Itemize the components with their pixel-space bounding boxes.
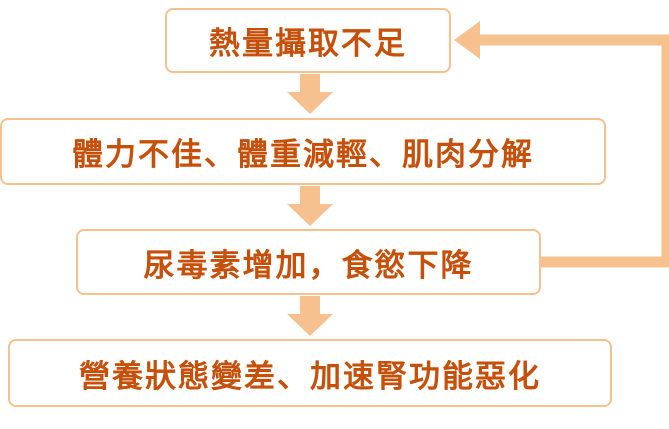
node-nutrition-worsens-kidney-decline: 營養狀態變差、加速腎功能惡化 [8,339,612,407]
node-label: 體力不佳、體重減輕、肌肉分解 [72,137,534,173]
node-uremic-toxins-appetite-loss: 尿毒素增加，食慾下降 [76,229,541,295]
down-arrow-3 [287,296,333,336]
node-label: 熱量攝取不足 [209,26,407,62]
node-label: 營養狀態變差、加速腎功能惡化 [79,358,541,395]
down-arrow-2 [287,186,333,226]
node-calorie-intake-insufficient: 熱量攝取不足 [165,8,451,73]
down-arrow-1 [287,74,333,114]
feedback-loop-arrowhead [454,21,480,59]
node-label: 尿毒素增加，食慾下降 [143,247,474,284]
node-weakness-weight-loss-muscle-breakdown: 體力不佳、體重減輕、肌肉分解 [0,118,606,185]
